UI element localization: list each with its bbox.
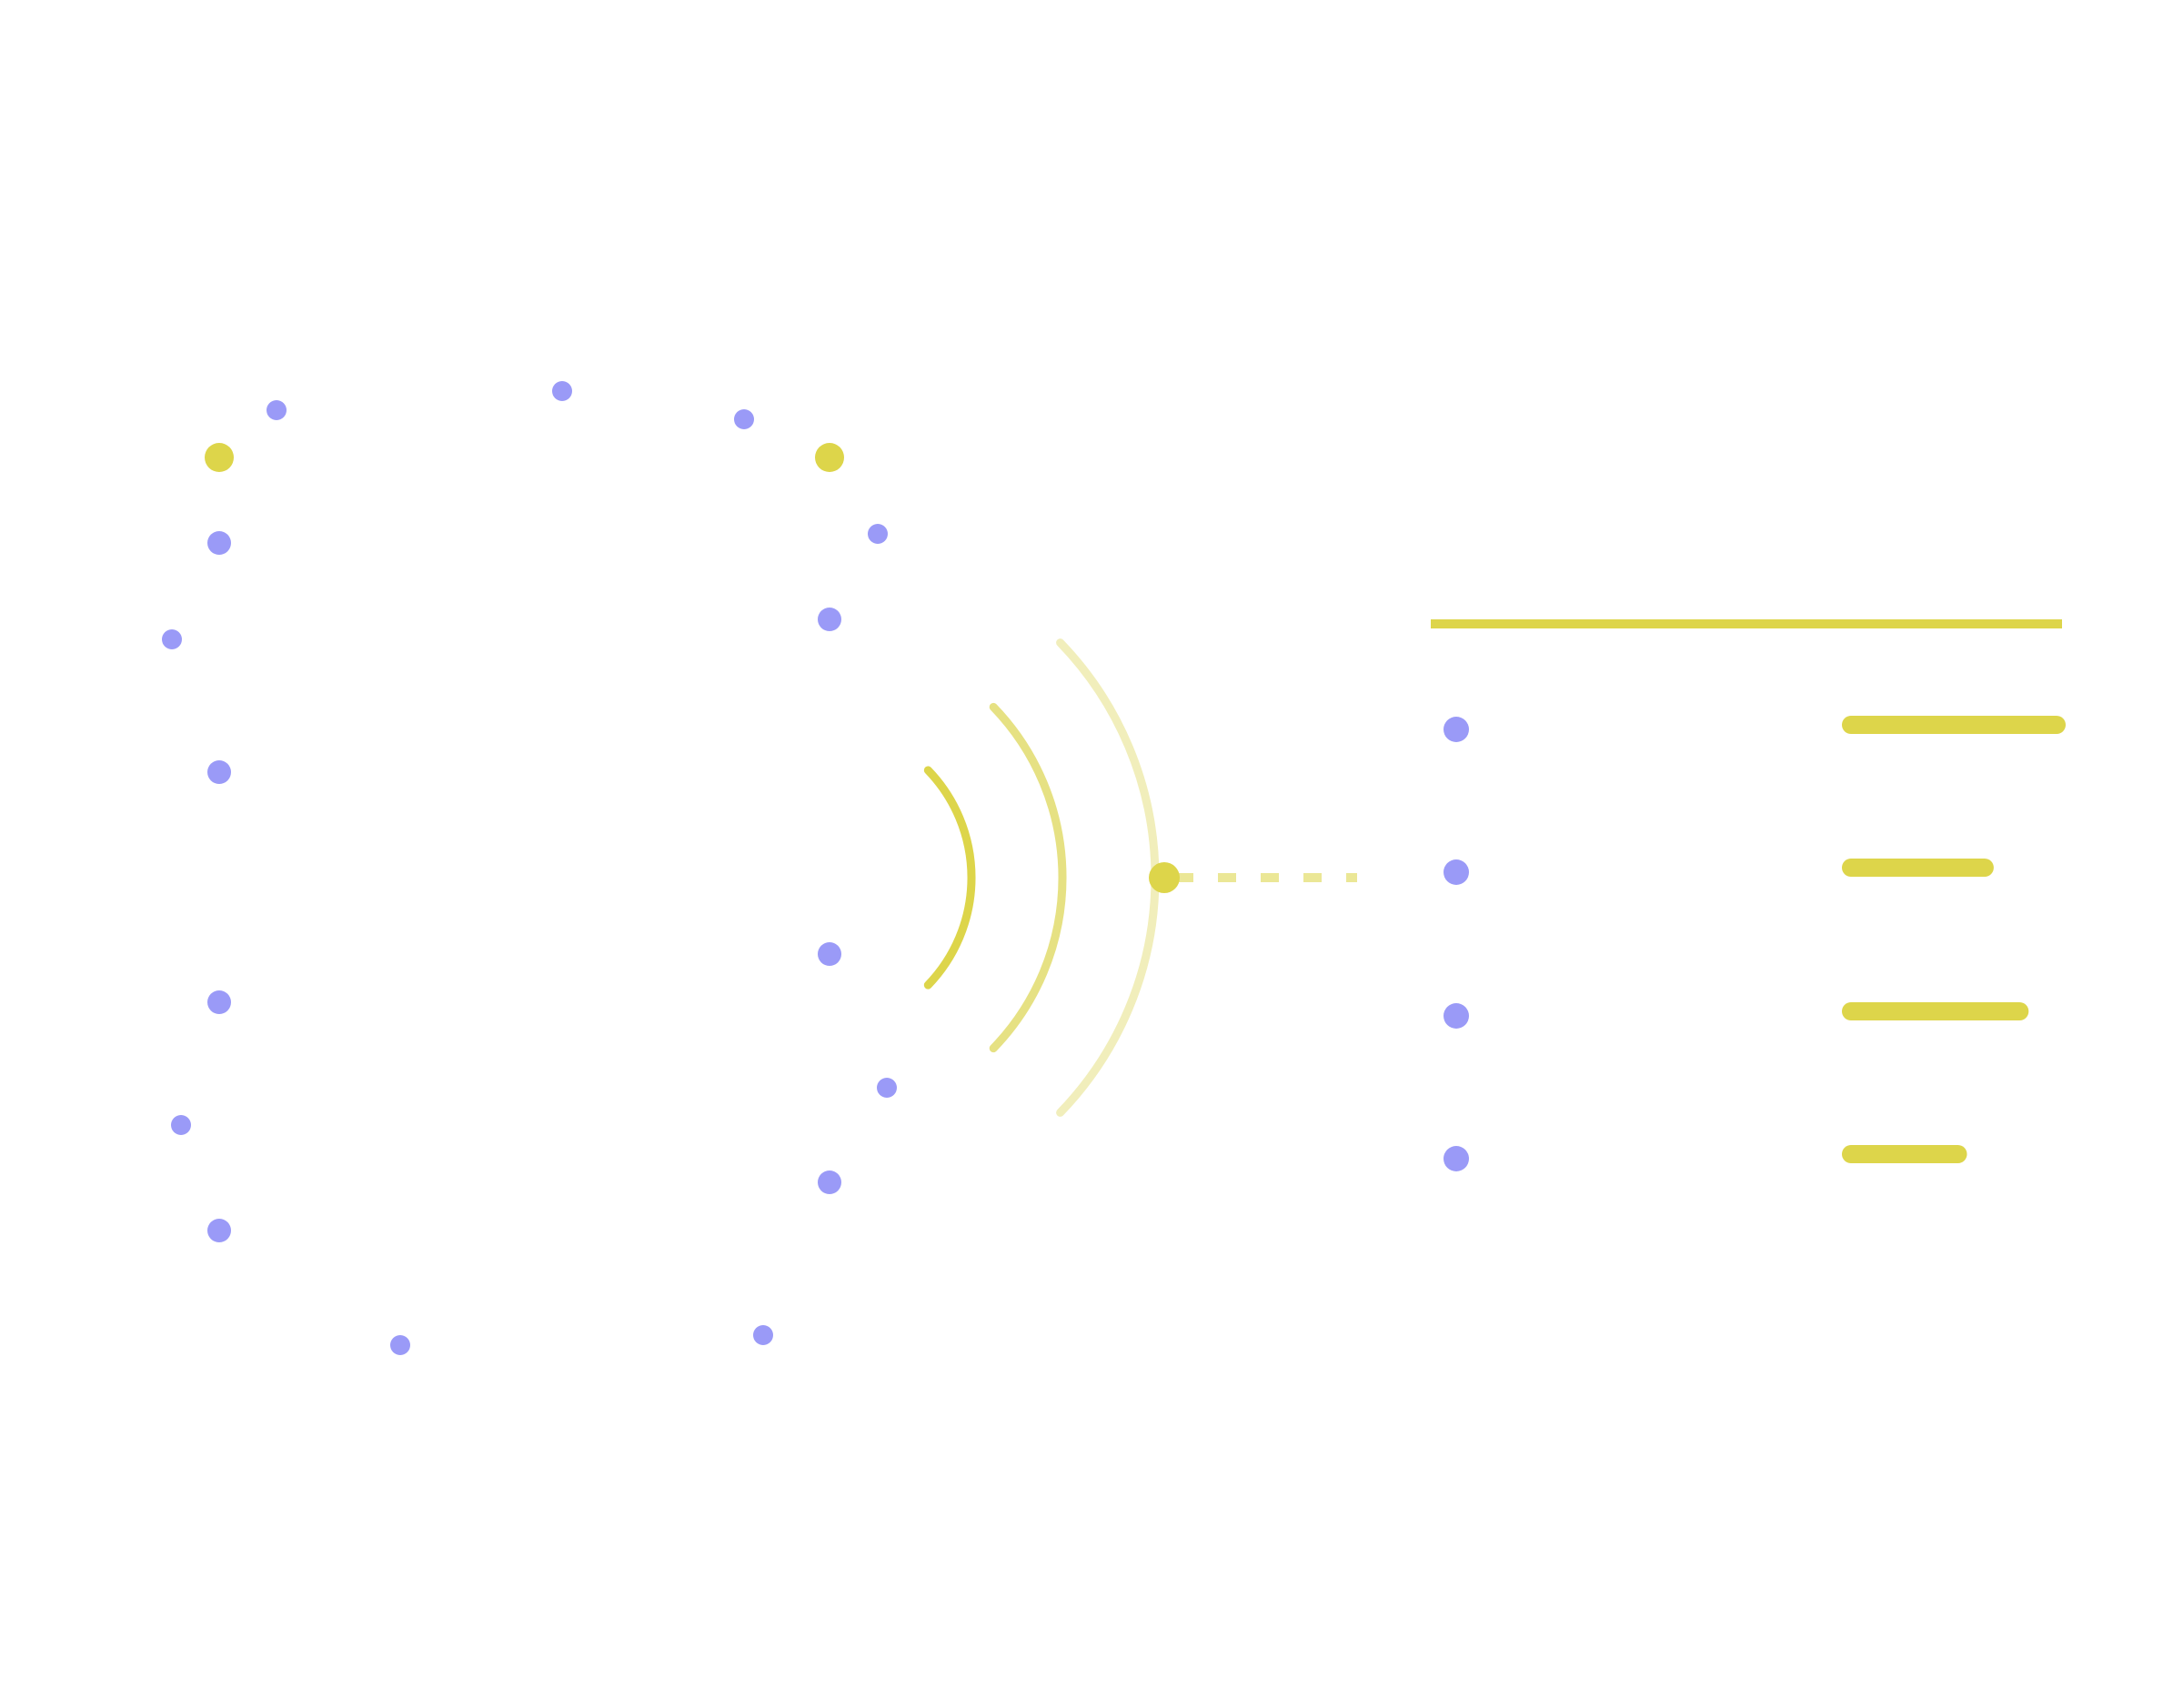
node-cluster	[162, 381, 897, 1355]
node-dot-6	[868, 524, 888, 544]
node-dot-8	[162, 629, 182, 649]
emitter-dot	[1149, 862, 1180, 893]
list-row-dot-3	[1444, 1003, 1469, 1029]
highlighted-node-2	[815, 443, 844, 472]
list-row-dot-1	[1444, 717, 1469, 742]
broadcast-wave-3	[1056, 638, 1160, 1117]
connector	[1149, 862, 1357, 893]
node-dot-14	[171, 1115, 191, 1135]
node-dot-15	[818, 1170, 841, 1194]
broadcast-wave-2	[989, 702, 1067, 1053]
highlighted-node-1	[205, 443, 234, 472]
node-dot-4	[552, 381, 572, 401]
node-dot-5	[734, 409, 754, 429]
result-list	[1431, 619, 2066, 1171]
node-dot-10	[207, 760, 231, 784]
list-row-dot-2	[1444, 859, 1469, 885]
broadcast-waves	[923, 638, 1160, 1117]
node-dot-11	[818, 942, 841, 966]
node-dot-3	[267, 400, 287, 420]
node-dot-18	[753, 1325, 773, 1345]
node-dot-16	[207, 1219, 231, 1242]
node-dot-9	[818, 608, 841, 631]
node-dot-12	[207, 990, 231, 1014]
broadcast-wave-1	[923, 766, 976, 990]
node-dot-17	[390, 1335, 410, 1355]
node-dot-7	[207, 531, 231, 555]
list-row-dot-4	[1444, 1146, 1469, 1171]
node-dot-13	[877, 1078, 897, 1098]
